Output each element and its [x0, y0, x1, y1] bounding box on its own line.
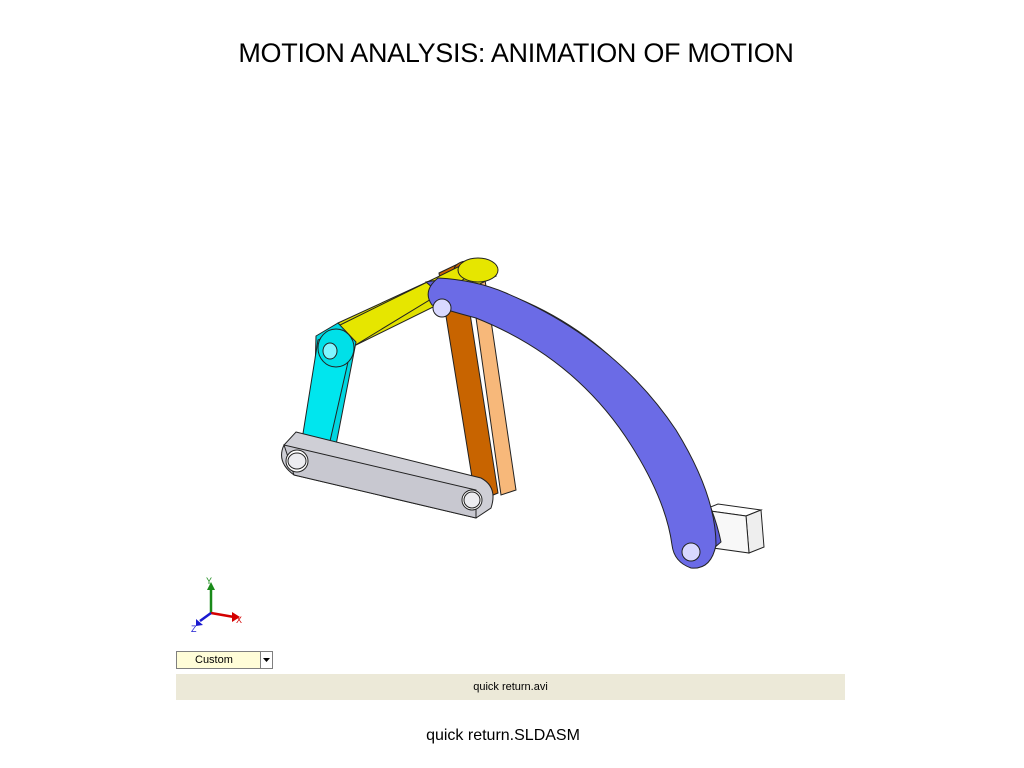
media-file-name: quick return.avi [473, 681, 548, 693]
z-axis-line [199, 611, 212, 623]
media-file-bar[interactable]: quick return.avi [176, 674, 845, 700]
footer-caption: quick return.SLDASM [426, 727, 580, 744]
z-axis-label: Z [191, 624, 197, 634]
x-axis-arrow [232, 612, 240, 622]
rocker-face [438, 261, 499, 503]
base-link [281, 431, 494, 519]
view-orientation-dropdown[interactable]: Custom [176, 651, 273, 669]
crank-link [300, 322, 357, 451]
y-axis-label: Y [206, 576, 212, 586]
axis-triad: Y X Z [191, 576, 242, 634]
z-axis-arrow [196, 619, 203, 626]
arc-arm [424, 277, 722, 569]
slide-title: MOTION ANALYSIS: ANIMATION OF MOTION [238, 38, 794, 68]
x-axis-line [210, 611, 235, 619]
view-orientation-value: Custom [195, 654, 233, 666]
y-axis-arrow [207, 582, 215, 590]
dropdown-arrow-button[interactable] [260, 652, 272, 668]
model-viewport[interactable]: Y X Z [176, 90, 845, 650]
chevron-down-icon [263, 657, 270, 662]
mechanism-model: Y X Z [191, 257, 765, 634]
x-axis-label: X [236, 615, 242, 625]
